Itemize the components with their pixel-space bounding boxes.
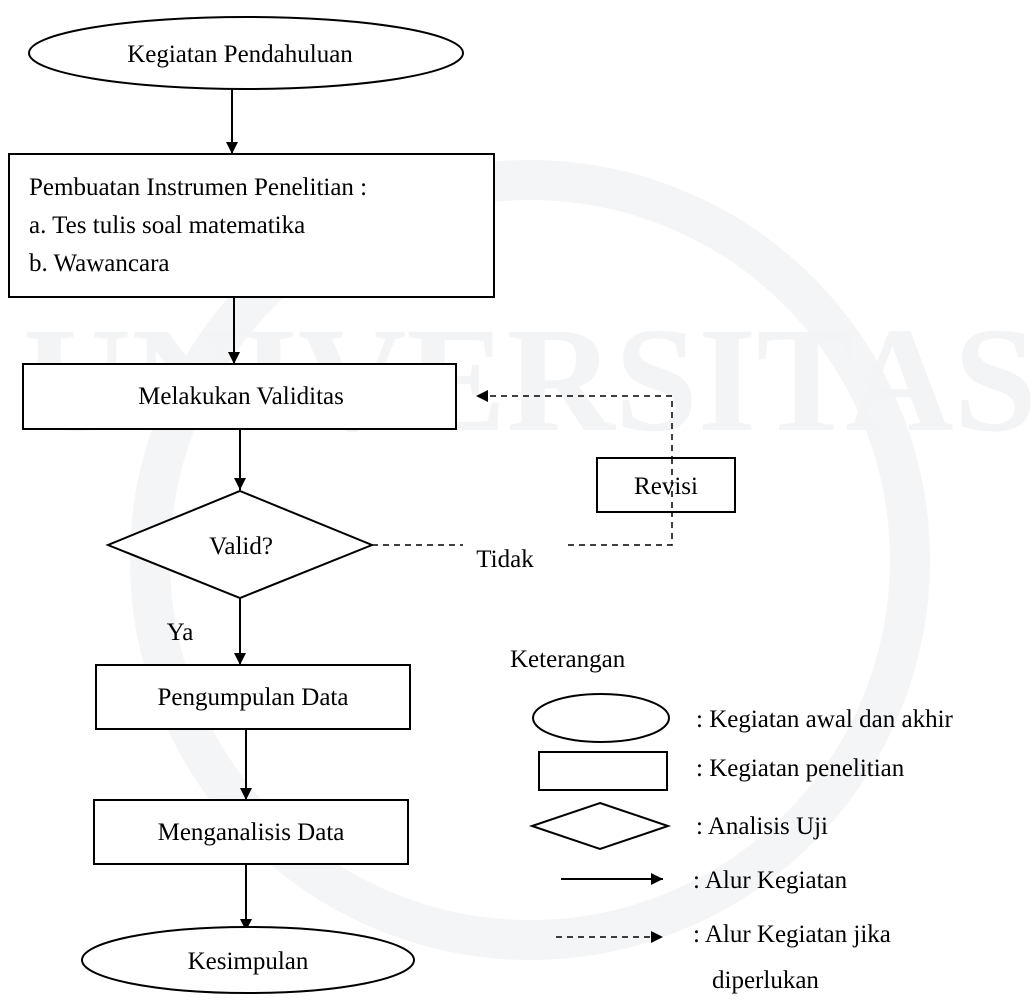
start-label: Kegiatan Pendahuluan [127, 41, 353, 68]
legend-diamond-shape [528, 801, 672, 851]
instrument-title: Pembuatan Instrumen Penelitian : [29, 174, 367, 201]
instrument-process: Pembuatan Instrumen Penelitian : a. Tes … [8, 153, 495, 298]
analyze-label: Menganalisis Data [158, 819, 345, 846]
revision-process: Revisi [596, 457, 736, 513]
validity-process: Melakukan Validitas [22, 363, 457, 430]
revision-label: Revisi [634, 473, 698, 500]
no-branch-label: Tidak [476, 546, 534, 573]
collect-label: Pengumpulan Data [158, 684, 349, 711]
instrument-item-b: b. Wawancara [29, 250, 170, 277]
yes-branch-label: Ya [167, 619, 194, 646]
instrument-item-a: a. Tes tulis soal matematika [29, 212, 305, 239]
end-label: Kesimpulan [188, 948, 309, 975]
legend-title: Keterangan [510, 646, 626, 673]
legend-diamond-label: : Analisis Uji [696, 813, 828, 840]
legend: Keterangan : Kegiatan awal dan akhir : K… [510, 646, 954, 994]
legend-rect-label: : Kegiatan penelitian [696, 755, 905, 782]
legend-solid-arrow-label: : Alur Kegiatan [693, 867, 848, 894]
legend-dashed-arrow-label-2: diperlukan [712, 967, 819, 994]
valid-decision: Valid? [105, 489, 375, 600]
legend-oval-label: : Kegiatan awal dan akhir [696, 706, 954, 733]
validity-label: Melakukan Validitas [138, 383, 344, 410]
start-terminal: Kegiatan Pendahuluan [28, 16, 464, 90]
legend-oval-shape [532, 693, 670, 743]
legend-rect-shape [538, 751, 668, 791]
collect-process: Pengumpulan Data [95, 664, 411, 730]
legend-dashed-arrow-label-1: : Alur Kegiatan jika [693, 921, 891, 948]
decision-label: Valid? [209, 533, 273, 560]
end-terminal: Kesimpulan [81, 926, 415, 994]
analyze-process: Menganalisis Data [93, 799, 409, 865]
